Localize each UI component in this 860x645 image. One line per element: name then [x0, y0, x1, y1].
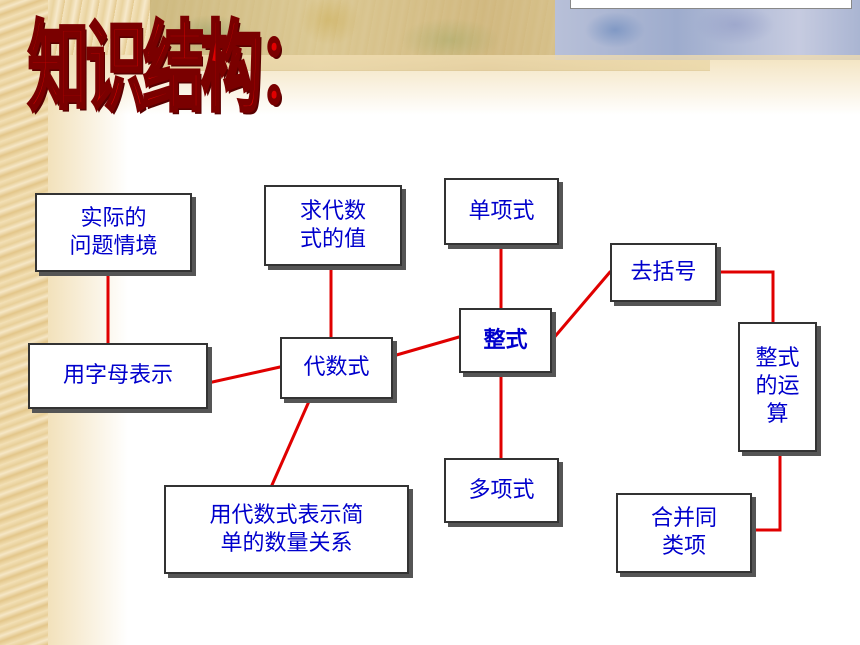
node-polynomial-integral: 整式	[459, 308, 552, 373]
node-remove-brackets: 去括号	[610, 243, 717, 302]
link-quguohao-yunsuan	[715, 270, 775, 324]
link-zhengshi-quguohao	[550, 270, 612, 342]
link-daishushi-zhengshi	[391, 335, 461, 358]
node-evaluate-expression: 求代数 式的值	[264, 185, 402, 266]
link-yongzimu-daishushi	[206, 365, 282, 385]
node-algebraic-expression: 代数式	[280, 337, 393, 399]
paper-fade-top	[48, 55, 860, 115]
paper-texture-left	[0, 0, 48, 645]
link-yunsuan-hebing	[750, 450, 782, 532]
banner-photo-right	[555, 0, 860, 60]
node-quantity-relation: 用代数式表示简 单的数量关系	[164, 485, 409, 574]
node-letter-representation: 用字母表示	[28, 343, 208, 409]
banner-frame	[570, 0, 852, 9]
node-monomial: 单项式	[444, 178, 559, 245]
node-real-problem: 实际的 问题情境	[35, 193, 192, 272]
node-polynomial: 多项式	[444, 458, 559, 523]
node-operations: 整式 的运 算	[738, 322, 817, 452]
link-daishushi-yongdaishu	[270, 397, 312, 487]
node-combine-like-terms: 合并同 类项	[616, 493, 752, 573]
slide-title: 知识结构：	[27, 12, 321, 125]
